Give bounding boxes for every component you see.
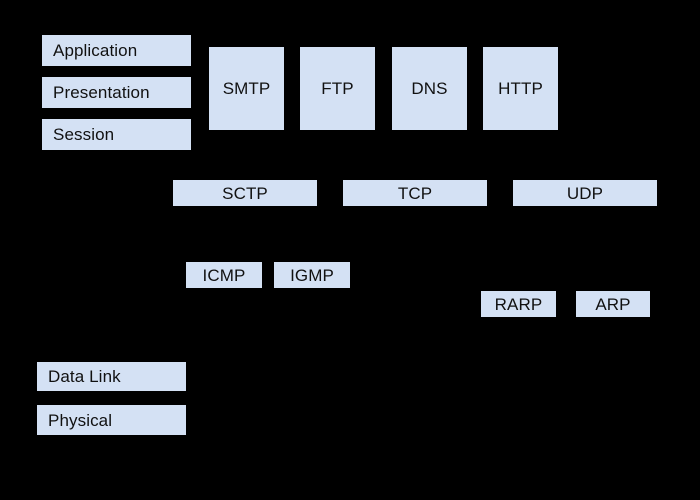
node-http[interactable]: HTTP — [483, 47, 558, 130]
node-dns[interactable]: DNS — [392, 47, 467, 130]
node-data-link[interactable]: Data Link — [37, 362, 186, 391]
node-label-physical: Physical — [48, 410, 113, 430]
node-presentation[interactable]: Presentation — [42, 77, 191, 108]
node-udp[interactable]: UDP — [513, 180, 657, 206]
node-rarp[interactable]: RARP — [481, 291, 556, 317]
node-label-data-link: Data Link — [48, 367, 121, 386]
node-sctp[interactable]: SCTP — [173, 180, 317, 206]
node-arp[interactable]: ARP — [576, 291, 650, 317]
node-label-arp: ARP — [595, 294, 631, 314]
node-label-tcp: TCP — [397, 183, 433, 203]
node-label-udp: UDP — [566, 183, 604, 203]
node-label-rarp: RARP — [494, 294, 543, 314]
node-label-application: Application — [53, 41, 138, 60]
node-label-http: HTTP — [498, 79, 543, 98]
node-physical[interactable]: Physical — [37, 405, 186, 435]
node-label-presentation: Presentation — [53, 83, 150, 102]
node-label-ftp: FTP — [321, 79, 354, 98]
node-smtp[interactable]: SMTP — [209, 47, 284, 130]
node-label-session: Session — [53, 125, 115, 144]
node-label-smtp: SMTP — [222, 79, 271, 98]
node-application[interactable]: Application — [42, 35, 191, 66]
node-label-icmp: ICMP — [202, 265, 246, 285]
node-label-sctp: SCTP — [222, 183, 268, 203]
node-label-igmp: IGMP — [290, 265, 334, 285]
node-igmp[interactable]: IGMP — [274, 262, 350, 288]
node-icmp[interactable]: ICMP — [186, 262, 262, 288]
node-tcp[interactable]: TCP — [343, 180, 487, 206]
node-session[interactable]: Session — [42, 119, 191, 150]
node-label-dns: DNS — [411, 79, 448, 98]
node-ftp[interactable]: FTP — [300, 47, 375, 130]
